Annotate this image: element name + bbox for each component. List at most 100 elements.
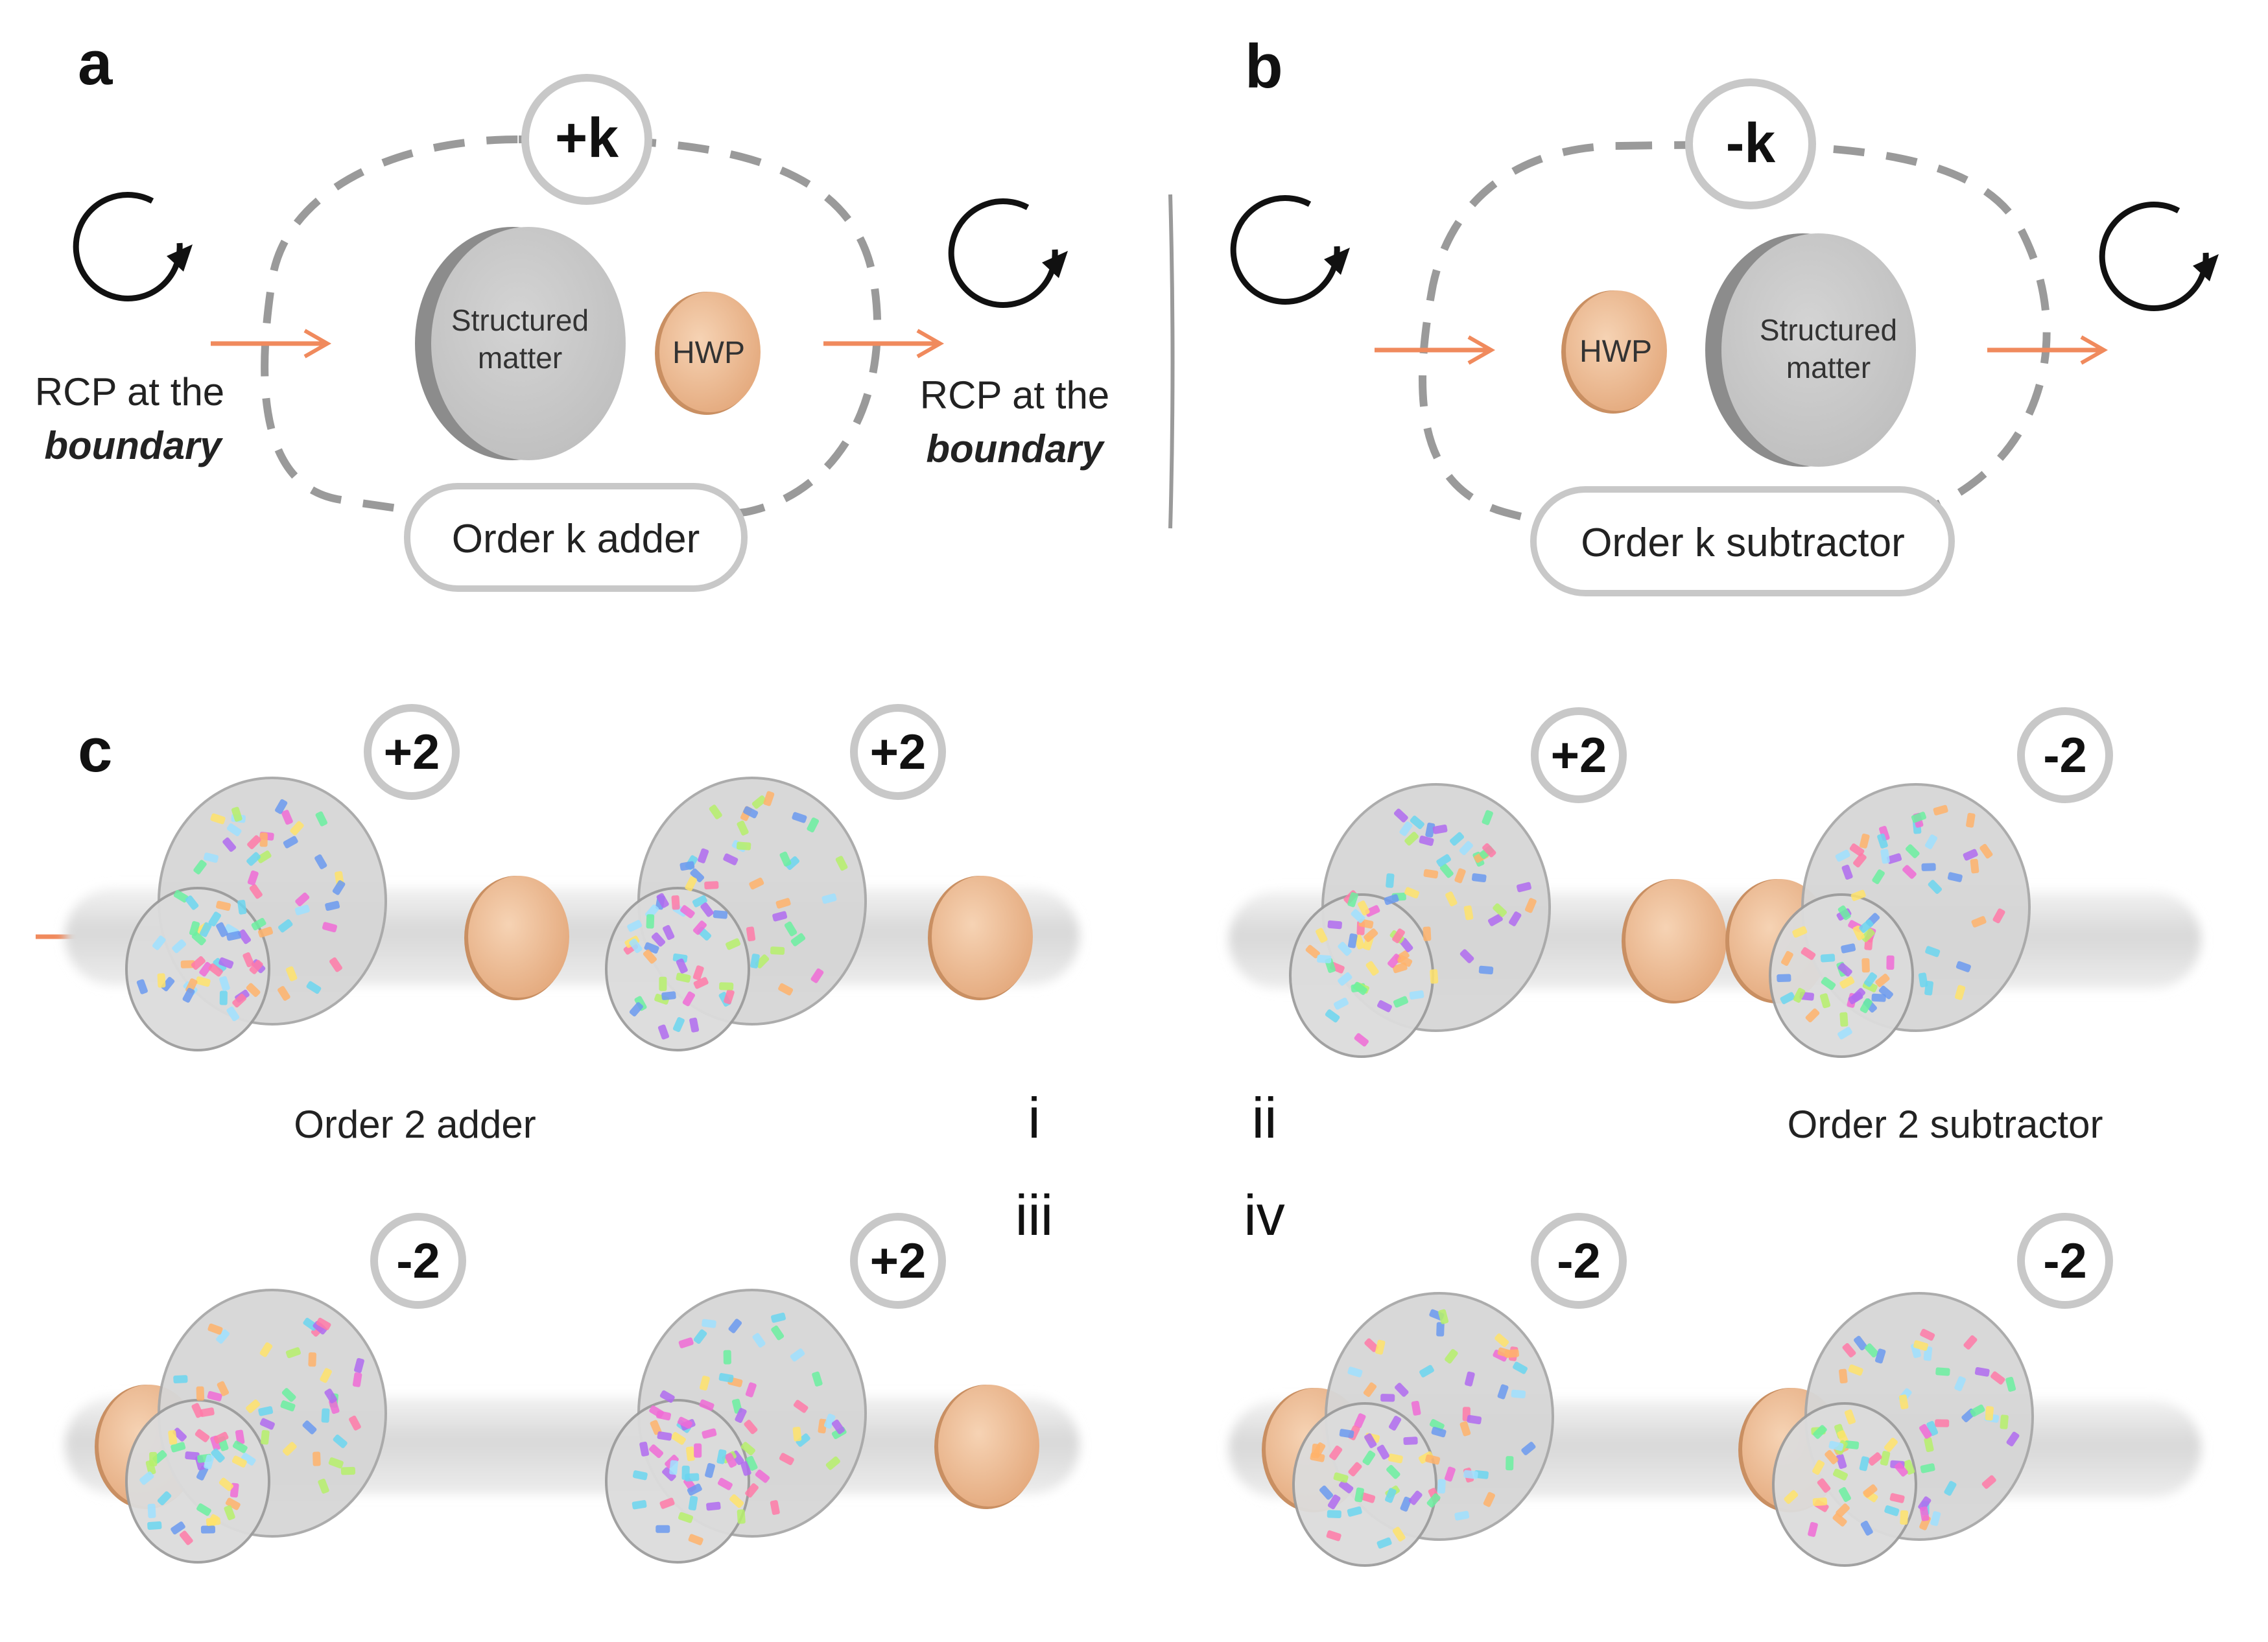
nano-pillar bbox=[321, 1408, 330, 1423]
svg-text:-k: -k bbox=[1726, 112, 1776, 174]
nano-pillar bbox=[790, 933, 806, 946]
nano-pillar bbox=[1903, 1459, 1915, 1475]
nano-pillar bbox=[1880, 1451, 1891, 1466]
nano-pillar bbox=[704, 881, 719, 890]
nano-pillar bbox=[1454, 1510, 1470, 1521]
nano-pillar bbox=[1872, 869, 1885, 884]
nano-pillar bbox=[208, 963, 223, 977]
nano-pillar bbox=[687, 1483, 702, 1496]
nano-pillar bbox=[831, 1419, 845, 1435]
nano-pillar bbox=[241, 1453, 256, 1466]
nano-pillar bbox=[1820, 954, 1836, 963]
nano-pillar bbox=[632, 1500, 647, 1510]
nano-pillar bbox=[1784, 1490, 1799, 1504]
nano-pillar bbox=[173, 1375, 188, 1384]
nano-pillar bbox=[1471, 873, 1487, 883]
structured-matter-disk: Structured matter bbox=[1705, 233, 1916, 467]
nano-pillar bbox=[1436, 1322, 1445, 1337]
nano-pillar bbox=[340, 1466, 356, 1475]
nano-pillar bbox=[1880, 849, 1890, 864]
nano-pillar bbox=[1793, 987, 1806, 1003]
nano-pillar bbox=[755, 1469, 770, 1483]
nano-pillar bbox=[1821, 977, 1836, 991]
nano-pillar bbox=[693, 977, 709, 989]
nano-pillar bbox=[1432, 824, 1448, 834]
nano-pillar bbox=[352, 1372, 362, 1387]
nano-pillar bbox=[1828, 1440, 1844, 1451]
nano-pillar bbox=[751, 795, 767, 809]
nano-pillar bbox=[1423, 869, 1439, 879]
nano-pillar bbox=[810, 968, 824, 983]
nano-pillar bbox=[191, 1403, 204, 1418]
svg-text:matter: matter bbox=[478, 341, 562, 375]
panel-a: a +k Structured matter bbox=[35, 29, 1109, 592]
arrowhead-icon bbox=[1467, 335, 1496, 365]
nano-pillar bbox=[1837, 905, 1851, 921]
nano-pillar bbox=[1439, 863, 1454, 878]
nano-pillar bbox=[693, 1329, 707, 1344]
nano-pillar bbox=[649, 1405, 665, 1418]
nano-pillar bbox=[1839, 976, 1855, 989]
nano-pillar bbox=[1849, 843, 1865, 857]
nano-pillar bbox=[1865, 1343, 1879, 1358]
nano-pillar bbox=[1365, 905, 1380, 917]
nano-pillar bbox=[1935, 1419, 1950, 1427]
nano-pillar bbox=[1902, 865, 1917, 879]
nano-pillar bbox=[749, 877, 764, 890]
arrowhead-icon bbox=[303, 329, 332, 358]
nano-pillar bbox=[1874, 1348, 1886, 1364]
nano-pillar bbox=[213, 1431, 229, 1444]
nano-pillar bbox=[825, 1456, 840, 1470]
nano-pillar bbox=[161, 977, 175, 992]
nano-pillar bbox=[1813, 1425, 1827, 1439]
svg-text:RCP at the: RCP at the bbox=[920, 373, 1109, 417]
nano-pillar bbox=[196, 1386, 205, 1401]
nano-pillar bbox=[1354, 1487, 1364, 1503]
nano-pillar bbox=[1839, 1012, 1849, 1027]
nano-pillar bbox=[1979, 843, 1993, 859]
nano-pillar bbox=[1388, 1415, 1402, 1431]
circular-arrow-icon bbox=[2099, 202, 2219, 311]
label-iii: iii bbox=[1015, 1183, 1054, 1247]
nano-pillar bbox=[676, 972, 691, 983]
nano-pillar bbox=[172, 939, 187, 954]
order-badge: +2 bbox=[1531, 707, 1627, 803]
nano-pillar bbox=[692, 895, 707, 908]
nano-pillar bbox=[1781, 951, 1793, 966]
nano-pillar bbox=[1900, 1510, 1909, 1525]
nano-pillar bbox=[1871, 993, 1886, 1002]
order-badge: -2 bbox=[2017, 1213, 2113, 1309]
nano-pillar bbox=[199, 961, 213, 977]
nano-pillar bbox=[315, 811, 327, 827]
nano-pillar bbox=[700, 902, 714, 917]
nano-pillar bbox=[1889, 1493, 1905, 1503]
badge-label: +2 bbox=[1551, 728, 1607, 783]
nano-pillar bbox=[1329, 1445, 1343, 1460]
nano-pillar bbox=[1970, 858, 1979, 874]
nano-pillar bbox=[1521, 1442, 1536, 1455]
nano-pillar bbox=[659, 976, 667, 991]
nano-pillar bbox=[1409, 990, 1424, 1000]
nano-pillar bbox=[644, 942, 659, 954]
nano-pillar bbox=[690, 868, 705, 883]
hwp-plate bbox=[464, 876, 569, 1000]
nano-pillar bbox=[1327, 1494, 1341, 1510]
nano-pillar bbox=[835, 856, 848, 871]
nano-pillar bbox=[1437, 1479, 1446, 1494]
nano-pillar bbox=[784, 921, 797, 937]
nano-pillar bbox=[755, 954, 770, 968]
nano-pillar bbox=[1801, 947, 1816, 960]
nano-pillar bbox=[237, 900, 247, 915]
nano-pillar bbox=[726, 938, 741, 950]
nano-pillar bbox=[716, 1449, 727, 1464]
nano-pillar bbox=[1525, 898, 1537, 913]
order-badge: -2 bbox=[1531, 1213, 1627, 1309]
nano-pillar bbox=[656, 893, 669, 908]
nano-pillar bbox=[1842, 1343, 1856, 1358]
nano-pillar bbox=[1848, 991, 1863, 1005]
nano-pillar bbox=[1347, 1506, 1362, 1517]
nano-pillar bbox=[1397, 954, 1413, 967]
nano-pillar bbox=[1877, 833, 1888, 849]
nano-pillar bbox=[182, 987, 195, 1003]
nano-pillar bbox=[278, 986, 290, 1001]
